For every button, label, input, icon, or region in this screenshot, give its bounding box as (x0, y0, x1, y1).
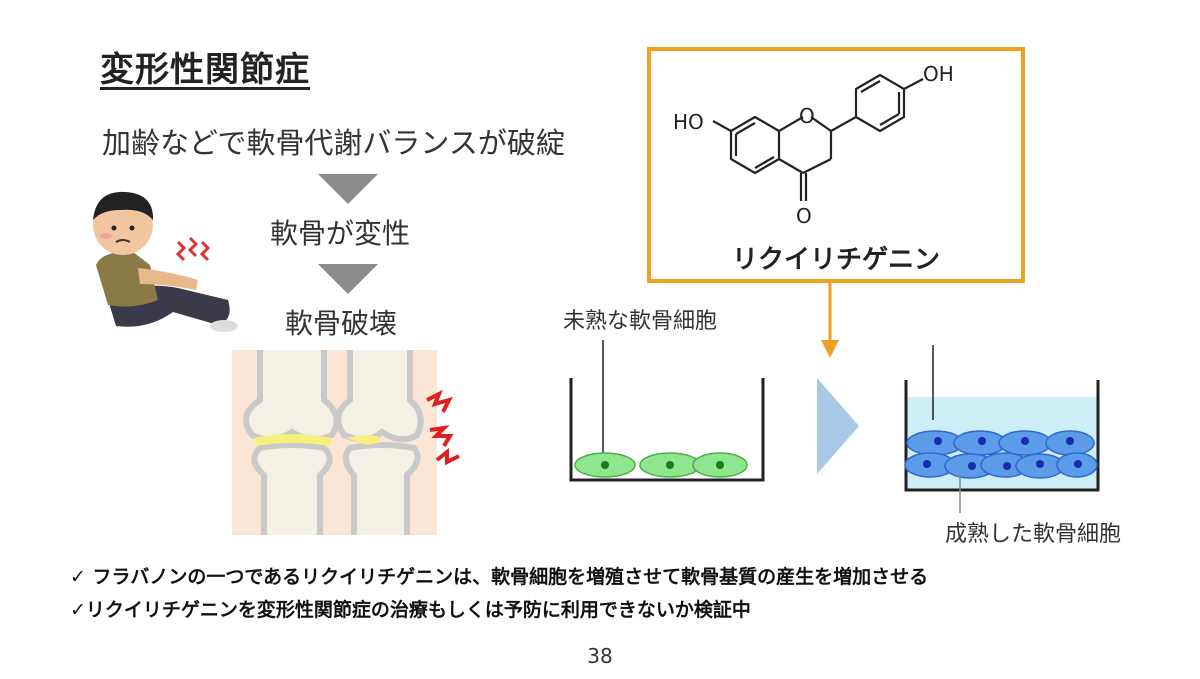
blue-chevron-arrow (817, 378, 859, 474)
immature-cell (639, 452, 701, 478)
page-number: 38 (587, 644, 613, 668)
down-arrow-orange (821, 280, 839, 358)
step2-text: 軟骨破壊 (285, 307, 398, 340)
mature-cell-dish (904, 345, 1100, 513)
knee-joint-illustration (232, 350, 460, 535)
down-arrow-1 (318, 174, 378, 204)
step1-text: 軟骨が変性 (270, 217, 411, 250)
mature-cell-label: 成熟した軟骨細胞 (945, 522, 1122, 547)
bullet-point-1: ✓ フラバノンの一つであるリクイリチゲニンは、軟骨細胞を増殖させて軟骨基質の産生… (70, 566, 929, 588)
liquiritigenin-structure: HO O OH O (673, 62, 954, 228)
page-title: 変形性関節症 (100, 50, 310, 90)
immature-cell (692, 452, 748, 478)
atom-o-carbonyl: O (796, 204, 812, 228)
immature-cell-dish (569, 340, 765, 482)
down-arrow-2 (318, 264, 378, 294)
atom-o-ring: O (799, 104, 815, 128)
immature-cell-label: 未熟な軟骨細胞 (563, 309, 718, 334)
atom-oh-right: OH (923, 62, 954, 86)
atom-ho-left: HO (673, 110, 704, 134)
compound-structure-box: HO O OH O リクイリチゲニン (647, 47, 1025, 283)
immature-cell (574, 452, 636, 478)
bullet-point-2: ✓リクイリチゲニンを変形性関節症の治療もしくは予防に利用できないか検証中 (70, 599, 751, 621)
knee-pain-person-illustration (93, 191, 238, 332)
cause-text: 加齢などで軟骨代謝バランスが破綻 (102, 126, 565, 160)
compound-name: リクイリチゲニン (731, 245, 940, 275)
